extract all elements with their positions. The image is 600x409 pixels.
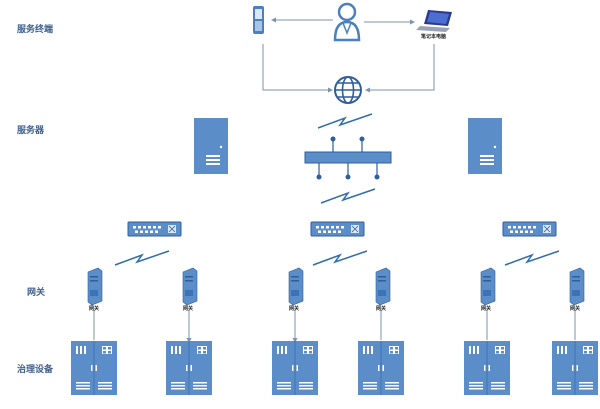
- network-switch-middle: [310, 221, 365, 237]
- gateway-label: 网关: [289, 305, 299, 312]
- row-label-gateway: 网关: [27, 286, 45, 298]
- gateway-server-icon: [182, 267, 198, 306]
- wireless-link-icon: [312, 250, 368, 266]
- control-cabinets: [71, 341, 598, 395]
- gateway-label: 网关: [376, 305, 386, 312]
- control-cabinet-icon: [71, 341, 117, 395]
- wireless-link-icon: [317, 113, 373, 129]
- wireless-link-icon: [320, 188, 376, 204]
- gateway-server-icon: [87, 267, 103, 306]
- wireless-link-icon: [114, 250, 170, 266]
- server-tower-right: [468, 118, 502, 174]
- gateway-label: 网关: [183, 305, 193, 312]
- control-cabinet-icon: [464, 341, 510, 395]
- row-label-terminal: 服务终端: [17, 23, 53, 35]
- gateway-label: 网关: [570, 305, 580, 312]
- gateway-connectors: [93, 310, 576, 343]
- control-cabinet-icon: [358, 341, 404, 395]
- gateway-server-icon: [569, 267, 585, 306]
- row-label-device: 治理设备: [17, 363, 54, 375]
- row-label-server: 服务器: [17, 124, 45, 136]
- gateway-label: 网关: [89, 305, 99, 312]
- network-switch-left: [127, 221, 182, 237]
- gateway-server-icon: [480, 267, 496, 306]
- gateway-server-icon: [375, 267, 391, 306]
- wireless-link-icon: [504, 250, 560, 266]
- globe-icon: [334, 76, 362, 104]
- user-icon: [333, 2, 361, 42]
- laptop-icon: [416, 10, 452, 32]
- control-cabinet-icon: [166, 341, 212, 395]
- laptop-label: 笔记本电脑: [421, 33, 446, 40]
- control-cabinet-icon: [272, 341, 318, 395]
- control-cabinet-icon: [552, 341, 598, 395]
- gateway-server-icon: [288, 267, 304, 306]
- terminal-connectors: [262, 17, 435, 93]
- mobile-phone-icon: [253, 6, 264, 34]
- network-switch-right: [502, 221, 557, 237]
- server-tower-left: [194, 118, 228, 174]
- gateway-label: 网关: [481, 305, 491, 312]
- network-bus-icon: [304, 136, 392, 180]
